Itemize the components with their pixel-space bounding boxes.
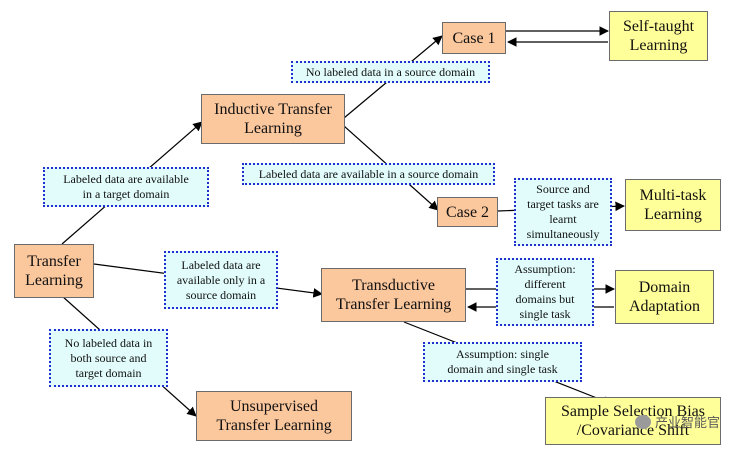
condition-assumption-single: Assumption: single domain and single tas… (423, 342, 582, 382)
condition-assumption-different-text: Assumption: different domains but single… (514, 262, 576, 321)
node-inductive-transfer-learning: Inductive Transfer Learning (201, 94, 345, 144)
condition-simultaneous: Source and target tasks are learnt simul… (514, 178, 612, 246)
node-sample-selection-label: Sample Selection Bias /Covariance Shift (561, 403, 705, 439)
node-transductive-label: Transductive Transfer Learning (335, 277, 452, 313)
node-self-taught-learning: Self-taught Learning (609, 11, 708, 61)
condition-no-labeled-both-text: No labeled data in both source and targe… (64, 335, 153, 380)
node-case-2: Case 2 (437, 197, 498, 227)
node-unsupervised-transfer-learning: Unsupervised Transfer Learning (196, 391, 352, 441)
condition-assumption-different: Assumption: different domains but single… (496, 258, 594, 326)
condition-labeled-target: Labeled data are available in a target d… (43, 167, 209, 207)
node-unsupervised-label: Unsupervised Transfer Learning (216, 398, 332, 434)
condition-assumption-single-text: Assumption: single domain and single tas… (447, 347, 558, 376)
condition-labeled-source: Labeled data are available in a source d… (242, 163, 495, 185)
wechat-icon (634, 414, 651, 429)
node-case-1-label: Case 1 (452, 29, 496, 47)
node-self-taught-label: Self-taught Learning (622, 18, 695, 54)
condition-labeled-source-text: Labeled data are available in a source d… (258, 166, 479, 181)
node-multi-task-learning: Multi-task Learning (625, 179, 721, 231)
condition-no-labeled-source: No labeled data in a source domain (291, 61, 490, 83)
condition-labeled-source-only-text: Labeled data are available only in a sou… (176, 257, 266, 302)
node-transfer-learning-label: Transfer Learning (25, 253, 83, 289)
condition-labeled-source-only: Labeled data are available only in a sou… (164, 251, 278, 309)
node-inductive-label: Inductive Transfer Learning (214, 101, 332, 137)
node-multi-task-label: Multi-task Learning (639, 187, 707, 223)
condition-no-labeled-both: No labeled data in both source and targe… (49, 329, 168, 387)
condition-simultaneous-text: Source and target tasks are learnt simul… (526, 182, 600, 241)
node-sample-selection-bias: Sample Selection Bias /Covariance Shift (545, 397, 721, 445)
node-case-2-label: Case 2 (445, 203, 490, 221)
node-domain-adaptation: Domain Adaptation (615, 270, 714, 324)
watermark: 产业智能官 (634, 412, 720, 431)
node-domain-adaptation-label: Domain Adaptation (628, 279, 701, 315)
node-case-1: Case 1 (442, 22, 506, 54)
condition-labeled-target-text: Labeled data are available in a target d… (63, 172, 189, 201)
watermark-text: 产业智能官 (654, 415, 720, 430)
node-transductive-transfer-learning: Transductive Transfer Learning (321, 268, 466, 322)
node-transfer-learning: Transfer Learning (14, 244, 94, 298)
condition-no-labeled-source-text: No labeled data in a source domain (305, 64, 476, 79)
